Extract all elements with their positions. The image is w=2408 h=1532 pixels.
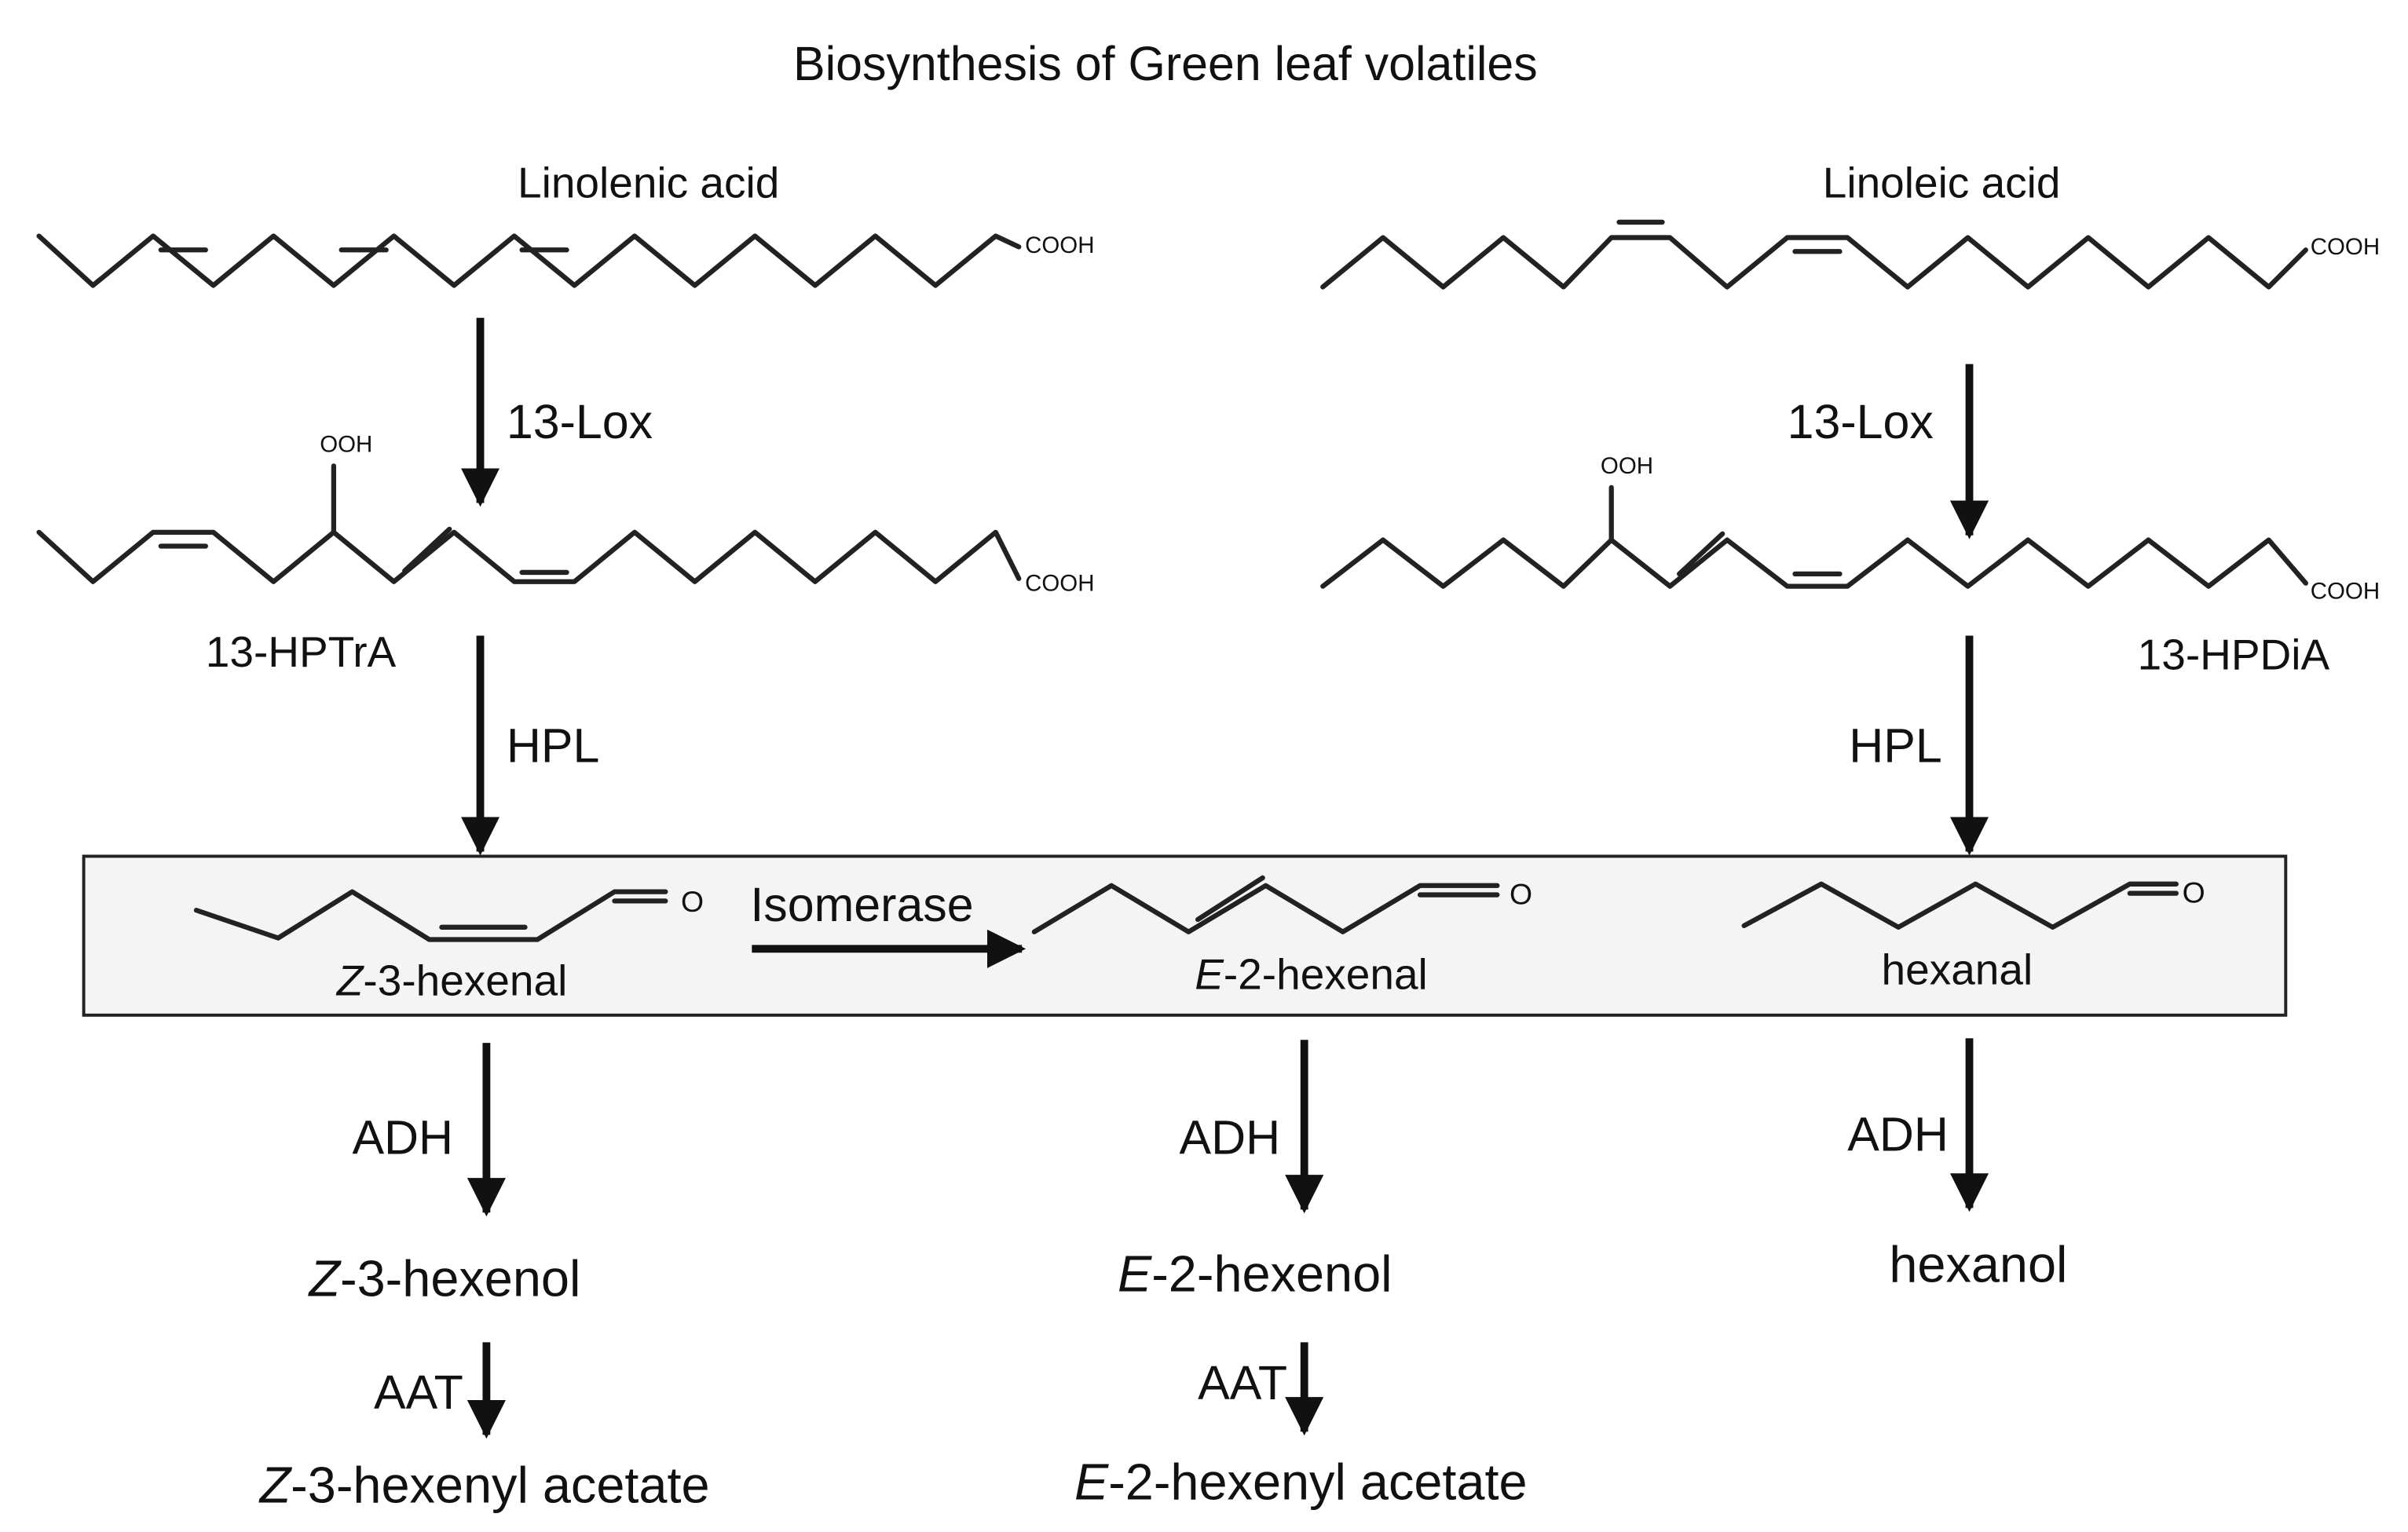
right-lox-enzyme: 13-Lox [1788,395,1934,448]
hpdia-ooh-label: OOH [1601,453,1653,479]
isomerase-label: Isomerase [750,878,973,931]
aat-label-z3: AAT [374,1366,463,1419]
hptra-cooh-label: COOH [1025,571,1094,597]
hpdia-structure [1320,484,2308,589]
hexanal-structure [1741,881,2179,930]
right-hpl-enzyme: HPL [1849,719,1941,773]
e2-hexenol-prefix: E [1118,1245,1152,1302]
hexanol-label: hexanol [1889,1236,2067,1293]
e2-acetate-prefix: E [1074,1453,1109,1511]
z3-hexenyl-acetate-label: Z-3-hexenyl acetate [258,1457,710,1514]
left-hpl-enzyme: HPL [507,719,599,773]
z3-hexenal-label: Z-3-hexenal [335,956,567,1004]
e2-hexenal-suffix: -2-hexenal [1224,949,1428,998]
z3-hexenal-structure [193,889,668,942]
diagram-title: Biosynthesis of Green leaf volatiles [793,37,1538,90]
e2-hexenal-prefix: E [1195,949,1224,998]
e2-hexenal-oxygen: O [1510,877,1532,910]
z3-hexenal-suffix: -3-hexenal [363,956,567,1004]
z3-hexenal-prefix: Z [335,956,365,1004]
z3-hexenol-suffix: -3-hexenol [340,1249,580,1307]
adh-label-z3: ADH [352,1111,453,1165]
linoleic-acid-structure [1320,219,2308,290]
e2-hexenal-structure [1031,875,1500,934]
aldehyde-box [82,854,2288,1017]
adh-label-e2: ADH [1180,1111,1281,1165]
hpdia-cooh-label: COOH [2311,578,2380,604]
left-lox-enzyme: 13-Lox [507,395,653,448]
z3-hexenal-oxygen: O [681,885,704,918]
z3-acetate-suffix: -3-hexenyl acetate [291,1457,709,1514]
aat-label-e2: AAT [1198,1356,1287,1410]
linoleic-cooh-label: COOH [2311,234,2380,260]
hptra-structure [36,463,1022,584]
e2-hexenyl-acetate-label: E-2-hexenyl acetate [1074,1453,1528,1511]
linolenic-acid-structure [36,233,1022,288]
z3-acetate-prefix: Z [258,1457,293,1514]
hptra-label: 13-HPTrA [206,627,397,676]
z3-hexenol-label: Z-3-hexenol [307,1249,580,1307]
hexanal-label: hexanal [1882,945,2033,994]
adh-label-hexanal: ADH [1847,1108,1949,1161]
e2-acetate-suffix: -2-hexenyl acetate [1108,1453,1527,1511]
linoleic-acid-label: Linoleic acid [1823,158,2061,207]
hpdia-label: 13-HPDiA [2138,631,2330,679]
e2-hexenal-label: E-2-hexenal [1195,949,1428,998]
z3-hexenol-prefix: Z [307,1249,342,1307]
hexanal-oxygen: O [2183,876,2205,909]
e2-hexenol-suffix: -2-hexenol [1151,1245,1392,1302]
linolenic-cooh-label: COOH [1025,232,1094,258]
hptra-ooh-label: OOH [320,432,372,458]
e2-hexenol-label: E-2-hexenol [1118,1245,1392,1302]
linolenic-acid-label: Linolenic acid [518,158,779,207]
